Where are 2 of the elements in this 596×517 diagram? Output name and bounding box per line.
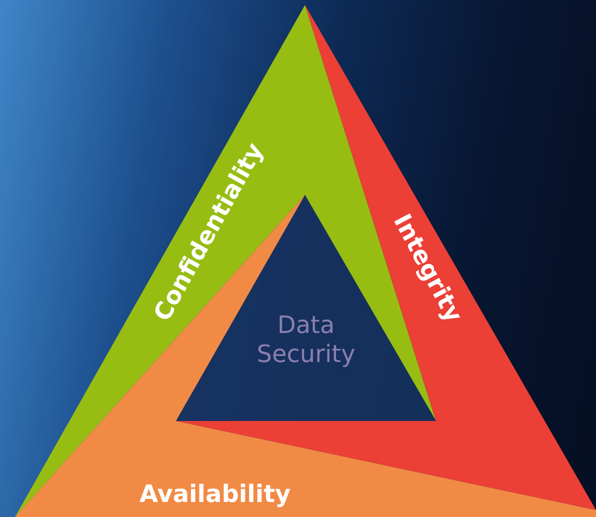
center-label: Data Security bbox=[256, 311, 356, 369]
segment-label: Availability bbox=[140, 480, 291, 508]
